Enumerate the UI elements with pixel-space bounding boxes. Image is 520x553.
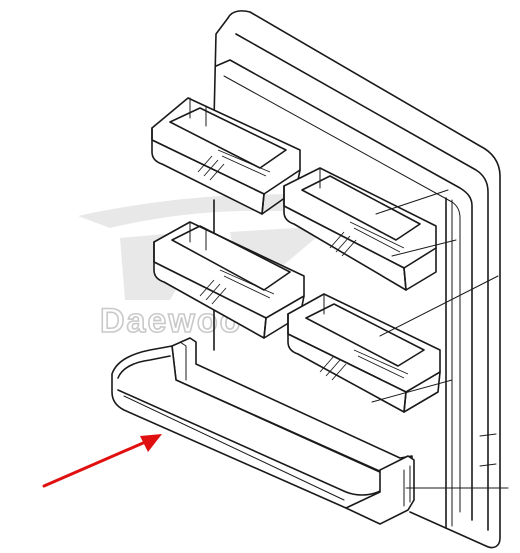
- bottom-bin-end-cap: [345, 455, 415, 525]
- pointer-arrow: [42, 434, 162, 488]
- watermark-swoosh: [78, 194, 330, 228]
- door-hinge-mark: [479, 433, 497, 467]
- door-bin-upper-left[interactable]: [151, 97, 301, 215]
- door-bin-lower-left[interactable]: [153, 221, 305, 339]
- door-liner-top: [215, 59, 473, 521]
- door-inner-edge: [235, 33, 489, 531]
- door-bin-upper-right[interactable]: [283, 167, 437, 291]
- door-bin-lower-right[interactable]: [287, 293, 441, 413]
- pointer-arrow-head: [140, 434, 162, 452]
- door-outer-edge: [227, 10, 501, 549]
- leader-lines: [371, 189, 509, 489]
- door-frame: [213, 10, 501, 549]
- pointer-arrow-shaft: [42, 438, 152, 488]
- door-left-edge: [213, 17, 229, 121]
- bottom-door-bin[interactable]: [111, 337, 415, 525]
- bottom-bin-rim: [117, 355, 403, 496]
